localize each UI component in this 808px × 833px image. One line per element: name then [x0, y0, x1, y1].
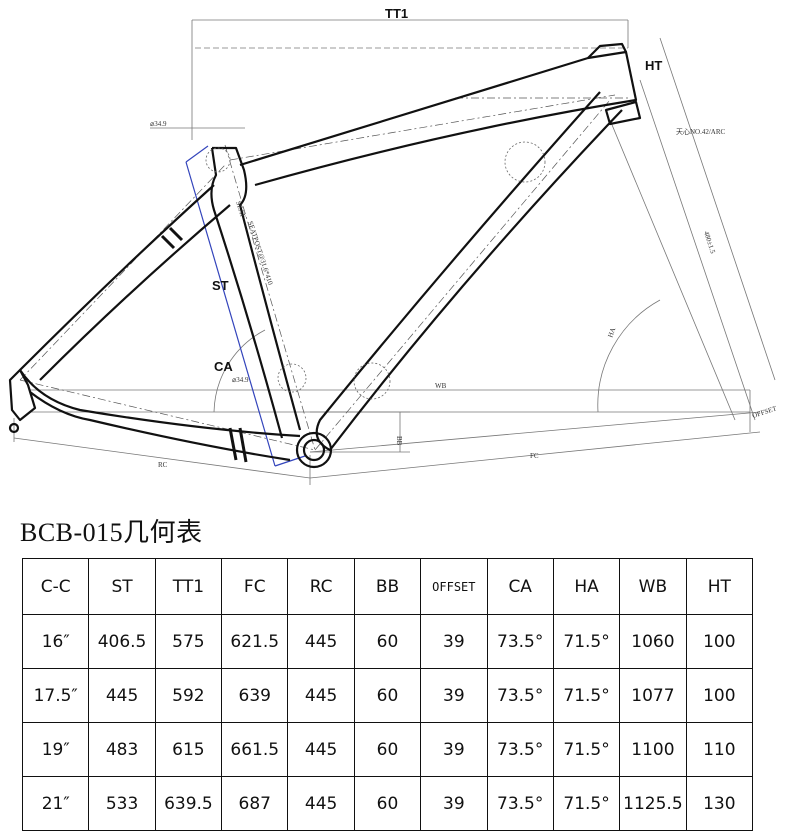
- table-cell: 73.5°: [486, 776, 554, 831]
- table-cell: 1077: [619, 668, 687, 723]
- table-cell: 39: [420, 614, 488, 669]
- table-cell: 592: [154, 668, 223, 723]
- rc-dim-label: RC: [158, 461, 168, 469]
- offset-dim-label: OFFSET: [751, 404, 778, 420]
- table-cell: 60: [353, 776, 422, 831]
- header-ha: HA: [552, 558, 621, 615]
- bb-dim-label: BB: [395, 436, 403, 446]
- table-cell: 39: [420, 722, 488, 777]
- table-cell: 60: [353, 722, 422, 777]
- table-cell: 19″: [21, 722, 90, 777]
- table-cell: 639.5: [154, 776, 223, 831]
- table-cell: 445: [287, 614, 355, 669]
- table-cell: 445: [88, 668, 156, 723]
- ca-label: CA: [214, 359, 233, 374]
- table-cell: 639: [221, 668, 289, 723]
- table-cell: 621.5: [221, 614, 289, 669]
- table-cell: 21″: [21, 776, 90, 831]
- header-ca: CA: [486, 558, 554, 615]
- wb-dim-label: WB: [435, 382, 447, 390]
- geometry-table: C-C ST TT1 FC RC BB OFFSET CA HA WB HT 1…: [21, 558, 754, 831]
- table-cell: 445: [287, 722, 355, 777]
- seat-dim-label: SEAT: [234, 200, 247, 219]
- bike-frame-diagram: TT1 HT ST CA WB RC FC BB OFFSET HA SEAT …: [8, 6, 778, 485]
- table-cell: 73.5°: [486, 614, 554, 669]
- table-cell: 17.5″: [21, 668, 90, 723]
- header-ht: HT: [685, 558, 754, 615]
- table-cell: 1100: [619, 722, 687, 777]
- st-label: ST: [212, 278, 229, 293]
- header-cc: C-C: [21, 558, 90, 615]
- table-cell: 60: [353, 614, 422, 669]
- table-cell: 60: [353, 668, 422, 723]
- table-cell: 100: [685, 668, 754, 723]
- table-cell: 39: [420, 668, 488, 723]
- table-cell: 661.5: [221, 722, 289, 777]
- tt1-label: TT1: [385, 6, 408, 21]
- table-cell: 73.5°: [486, 722, 554, 777]
- table-cell: 615: [154, 722, 223, 777]
- ha-dim-label: HA: [606, 326, 617, 338]
- header-offset: OFFSET: [420, 558, 488, 615]
- table-cell: 100: [685, 614, 754, 669]
- header-st: ST: [88, 558, 156, 615]
- headtube-note-label: 天心NO.42/ARC: [676, 128, 726, 136]
- table-cell: 71.5°: [552, 776, 621, 831]
- header-tt1: TT1: [154, 558, 223, 615]
- header-fc: FC: [221, 558, 289, 615]
- table-cell: 39: [420, 776, 488, 831]
- table-cell: 575: [154, 614, 223, 669]
- seatpost-dim-label: SEATPOST@31.6*410: [246, 220, 274, 286]
- header-bb: BB: [353, 558, 422, 615]
- table-cell: 406.5: [88, 614, 156, 669]
- table-cell: 1060: [619, 614, 687, 669]
- table-cell: 533: [88, 776, 156, 831]
- table-header-row: C-C ST TT1 FC RC BB OFFSET CA HA WB HT: [21, 558, 754, 615]
- table-cell: 71.5°: [552, 668, 621, 723]
- table-cell: 16″: [21, 614, 90, 669]
- table-cell: 483: [88, 722, 156, 777]
- header-rc: RC: [287, 558, 355, 615]
- table-cell: 73.5°: [486, 668, 554, 723]
- header-wb: WB: [619, 558, 687, 615]
- table-cell: 110: [685, 722, 754, 777]
- table-cell: 445: [287, 668, 355, 723]
- table-cell: 687: [221, 776, 289, 831]
- bb-clamp-label: ⌀34.9: [232, 376, 249, 384]
- geometry-table-title: BCB-015几何表: [20, 518, 203, 547]
- ht-label: HT: [645, 58, 662, 73]
- table-cell: 130: [685, 776, 754, 831]
- table-cell: 445: [287, 776, 355, 831]
- fc-dim-label: FC: [530, 452, 539, 460]
- fork-length-label: 480±1.5: [702, 230, 717, 255]
- table-cell: 1125.5: [619, 776, 687, 831]
- table-cell: 71.5°: [552, 614, 621, 669]
- st-clamp-label: ⌀34.9: [150, 120, 167, 128]
- table-cell: 71.5°: [552, 722, 621, 777]
